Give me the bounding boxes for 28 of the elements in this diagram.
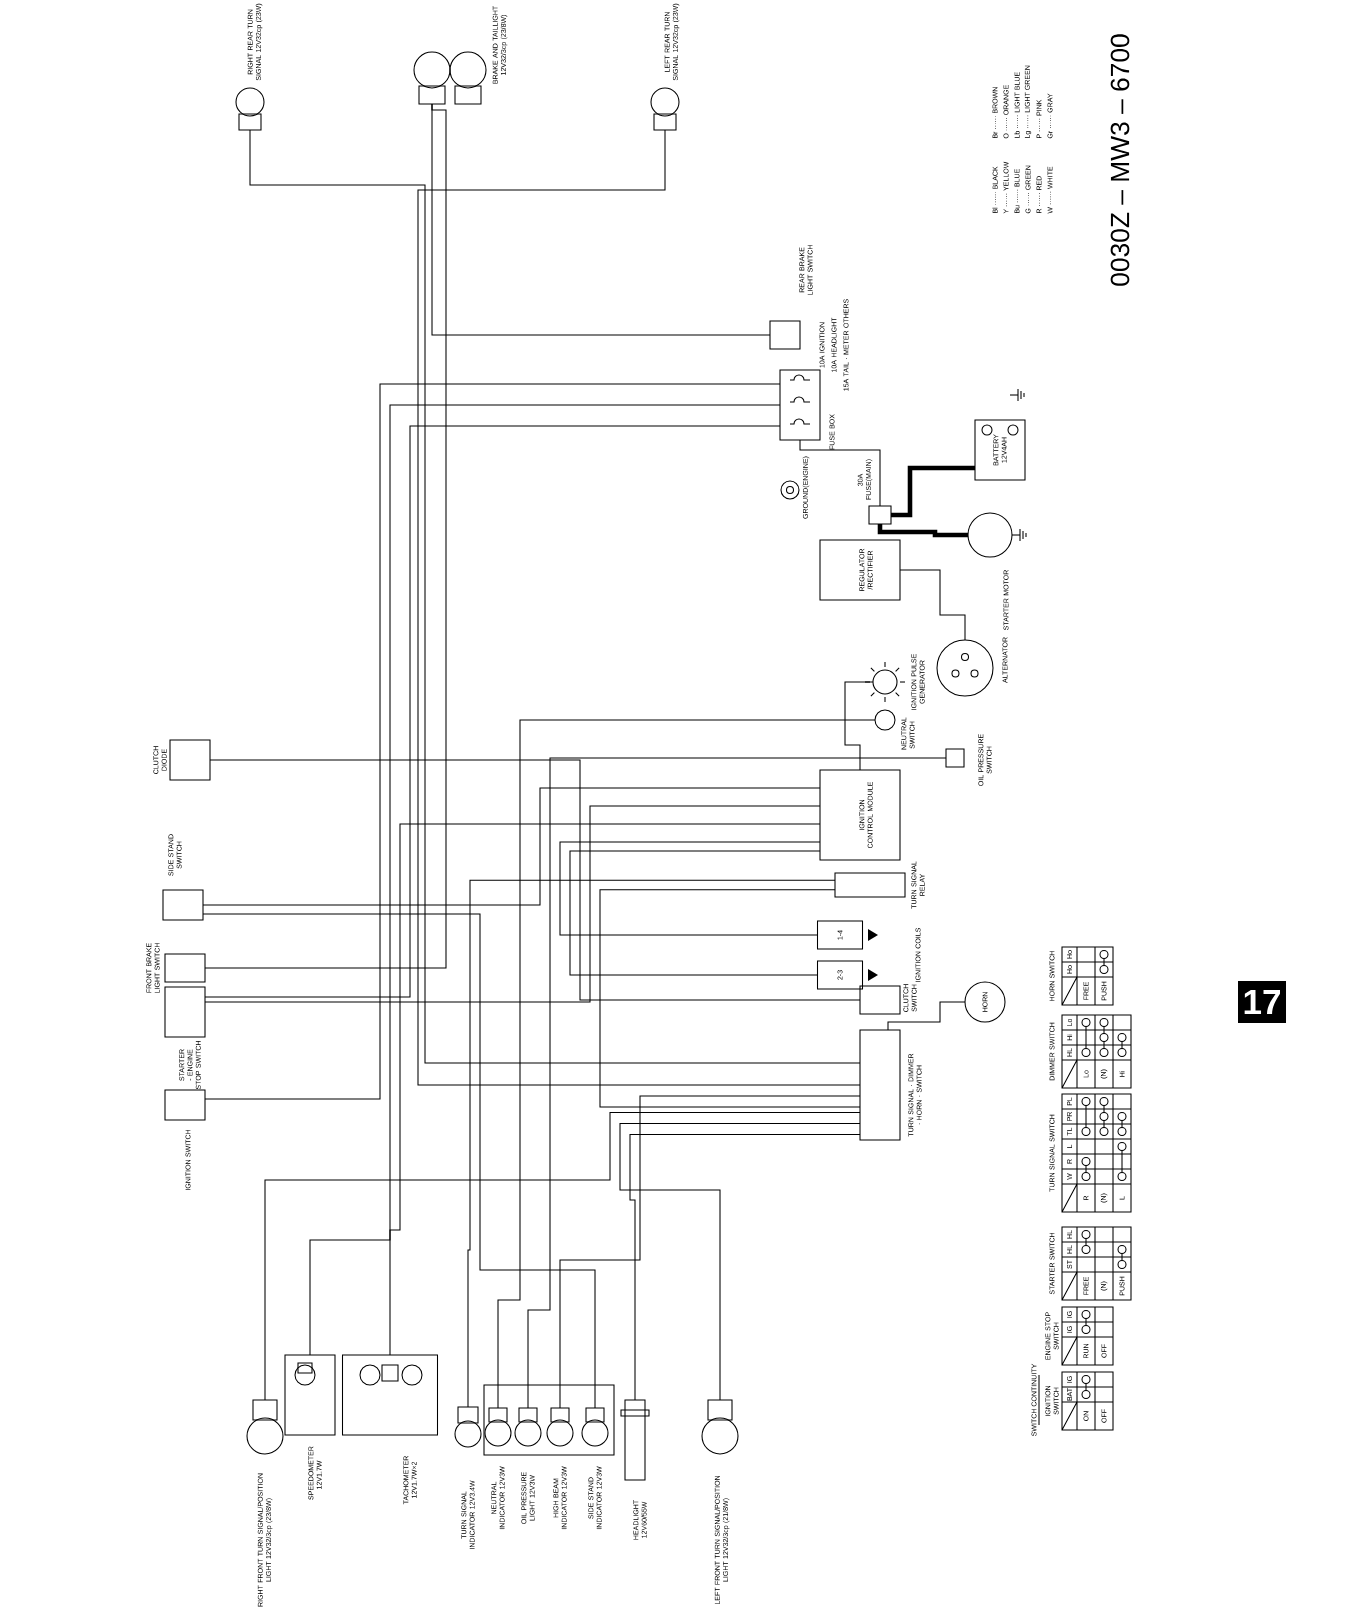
wire [249,129,861,1064]
wire [202,787,821,906]
wire [599,889,861,1108]
wire [467,879,836,1408]
wire [887,1001,966,1031]
battery-cable [891,465,975,518]
wire [899,569,966,641]
wire [559,841,821,936]
wire [569,850,821,976]
part-number: 0030Z – MW3 – 6700 [1110,34,1130,286]
wire [844,681,874,771]
wire [264,1112,861,1401]
indicator-panel [483,1384,615,1456]
wire [204,103,447,969]
wire [209,759,861,1001]
wire [204,383,781,1100]
wire [309,404,781,1356]
wire [204,805,821,1003]
battery-cable [877,524,968,538]
wire [799,439,881,507]
page-tab: 17 [1238,981,1286,1023]
wire [389,823,821,1356]
wire [497,719,876,1409]
wire [204,425,781,998]
wire [527,757,947,1409]
wire [559,1095,861,1409]
wire [202,913,596,1409]
wire [417,129,861,1086]
